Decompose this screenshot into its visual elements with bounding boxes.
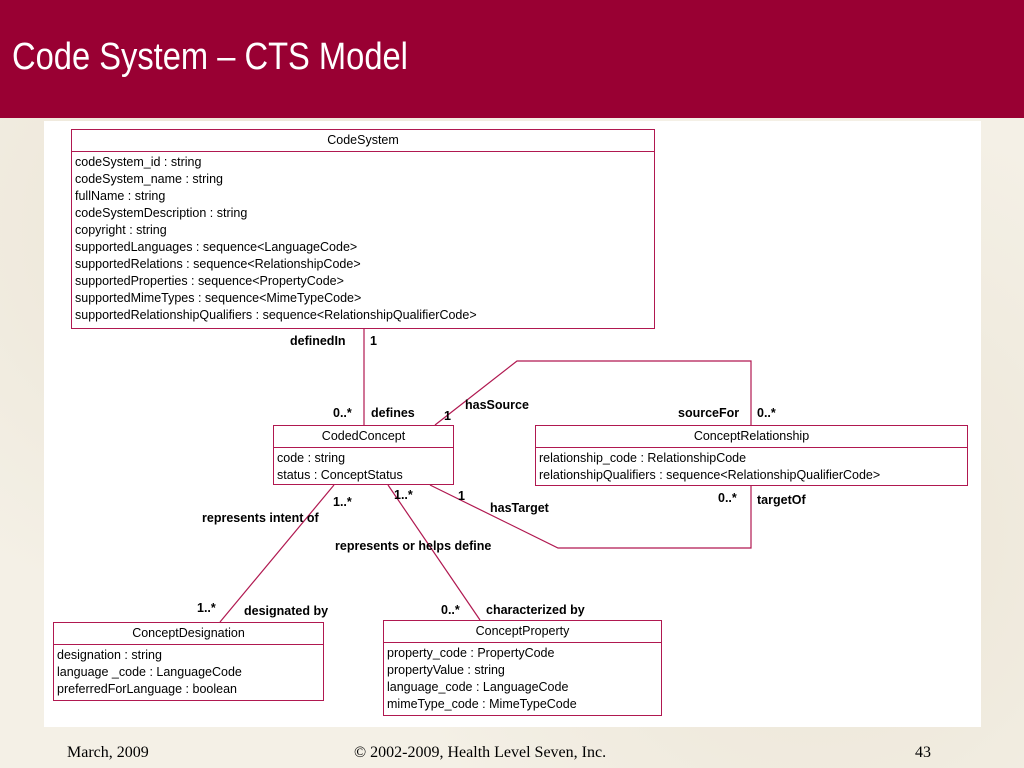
association-line-property	[387, 484, 481, 621]
class-name: ConceptDesignation	[54, 623, 323, 645]
uml-diagram: CodeSystem codeSystem_id : string codeSy…	[44, 121, 981, 727]
role-label-represents-intent: represents intent of	[202, 511, 319, 525]
multiplicity-label-definedin: 1	[370, 334, 377, 348]
class-codesystem: CodeSystem codeSystem_id : string codeSy…	[71, 129, 655, 329]
association-line-hassource	[434, 360, 752, 426]
class-name: ConceptProperty	[384, 621, 661, 643]
class-conceptrelationship: ConceptRelationship relationship_code : …	[535, 425, 968, 486]
class-conceptdesignation: ConceptDesignation designation : string …	[53, 622, 324, 701]
multiplicity-label-represents-intent: 1..*	[333, 495, 352, 509]
attribute: codeSystem_id : string	[75, 155, 202, 169]
class-codedconcept: CodedConcept code : string status : Conc…	[273, 425, 454, 485]
attribute: mimeType_code : MimeTypeCode	[387, 697, 577, 711]
role-label-hassource: hasSource	[465, 398, 529, 412]
attribute-list: relationship_code : RelationshipCode rel…	[536, 448, 967, 486]
attribute: codeSystemDescription : string	[75, 206, 248, 220]
role-label-hastarget: hasTarget	[490, 501, 549, 515]
attribute-list: designation : string language _code : La…	[54, 645, 323, 700]
attribute: supportedProperties : sequence<PropertyC…	[75, 274, 344, 288]
title-bar: Code System – CTS Model	[0, 0, 1024, 118]
attribute: preferredForLanguage : boolean	[57, 682, 237, 696]
attribute-list: code : string status : ConceptStatus	[274, 448, 453, 486]
multiplicity-label-represents-define: 1..*	[394, 488, 413, 502]
role-label-characterized-by: characterized by	[486, 603, 585, 617]
attribute-list: property_code : PropertyCode propertyVal…	[384, 643, 661, 715]
slide-title: Code System – CTS Model	[12, 36, 408, 78]
attribute: supportedRelationshipQualifiers : sequen…	[75, 308, 477, 322]
attribute: language_code : LanguageCode	[387, 680, 569, 694]
multiplicity-label-hassource: 1	[444, 409, 451, 423]
class-name: CodedConcept	[274, 426, 453, 448]
footer-date: March, 2009	[67, 744, 149, 761]
association-lines	[219, 329, 752, 623]
association-line-hastarget	[429, 484, 752, 549]
attribute: supportedMimeTypes : sequence<MimeTypeCo…	[75, 291, 362, 305]
class-name: ConceptRelationship	[536, 426, 967, 448]
attribute: copyright : string	[75, 223, 167, 237]
attribute: fullName : string	[75, 189, 166, 203]
attribute: language _code : LanguageCode	[57, 665, 242, 679]
role-label-definedin: definedIn	[290, 334, 346, 348]
attribute: status : ConceptStatus	[277, 468, 403, 482]
class-conceptproperty: ConceptProperty property_code : Property…	[383, 620, 662, 716]
multiplicity-label-targetof: 0..*	[718, 491, 737, 505]
attribute-list: codeSystem_id : string codeSystem_name :…	[72, 152, 654, 326]
attribute: supportedRelations : sequence<Relationsh…	[75, 257, 361, 271]
attribute: supportedLanguages : sequence<LanguageCo…	[75, 240, 358, 254]
role-label-targetof: targetOf	[757, 493, 806, 507]
association-line-designation	[219, 484, 335, 623]
footer-copyright: © 2002-2009, Health Level Seven, Inc.	[354, 744, 607, 761]
attribute: code : string	[277, 451, 346, 465]
multiplicity-label-characterized-by: 0..*	[441, 603, 460, 617]
class-name: CodeSystem	[72, 130, 654, 152]
attribute: relationship_code : RelationshipCode	[539, 451, 747, 465]
role-label-defines: defines	[371, 406, 415, 420]
multiplicity-label-defines: 0..*	[333, 406, 352, 420]
multiplicity-label-designated-by: 1..*	[197, 601, 216, 615]
attribute: propertyValue : string	[387, 663, 505, 677]
attribute: property_code : PropertyCode	[387, 646, 555, 660]
attribute: codeSystem_name : string	[75, 172, 223, 186]
role-label-designated-by: designated by	[244, 604, 329, 618]
multiplicity-label-hastarget: 1	[458, 489, 465, 503]
attribute: designation : string	[57, 648, 162, 662]
multiplicity-label-sourcefor: 0..*	[757, 406, 776, 420]
footer-page-number: 43	[915, 744, 931, 761]
attribute: relationshipQualifiers : sequence<Relati…	[539, 468, 881, 482]
role-label-represents-define: represents or helps define	[335, 539, 492, 553]
role-label-sourcefor: sourceFor	[678, 406, 740, 420]
